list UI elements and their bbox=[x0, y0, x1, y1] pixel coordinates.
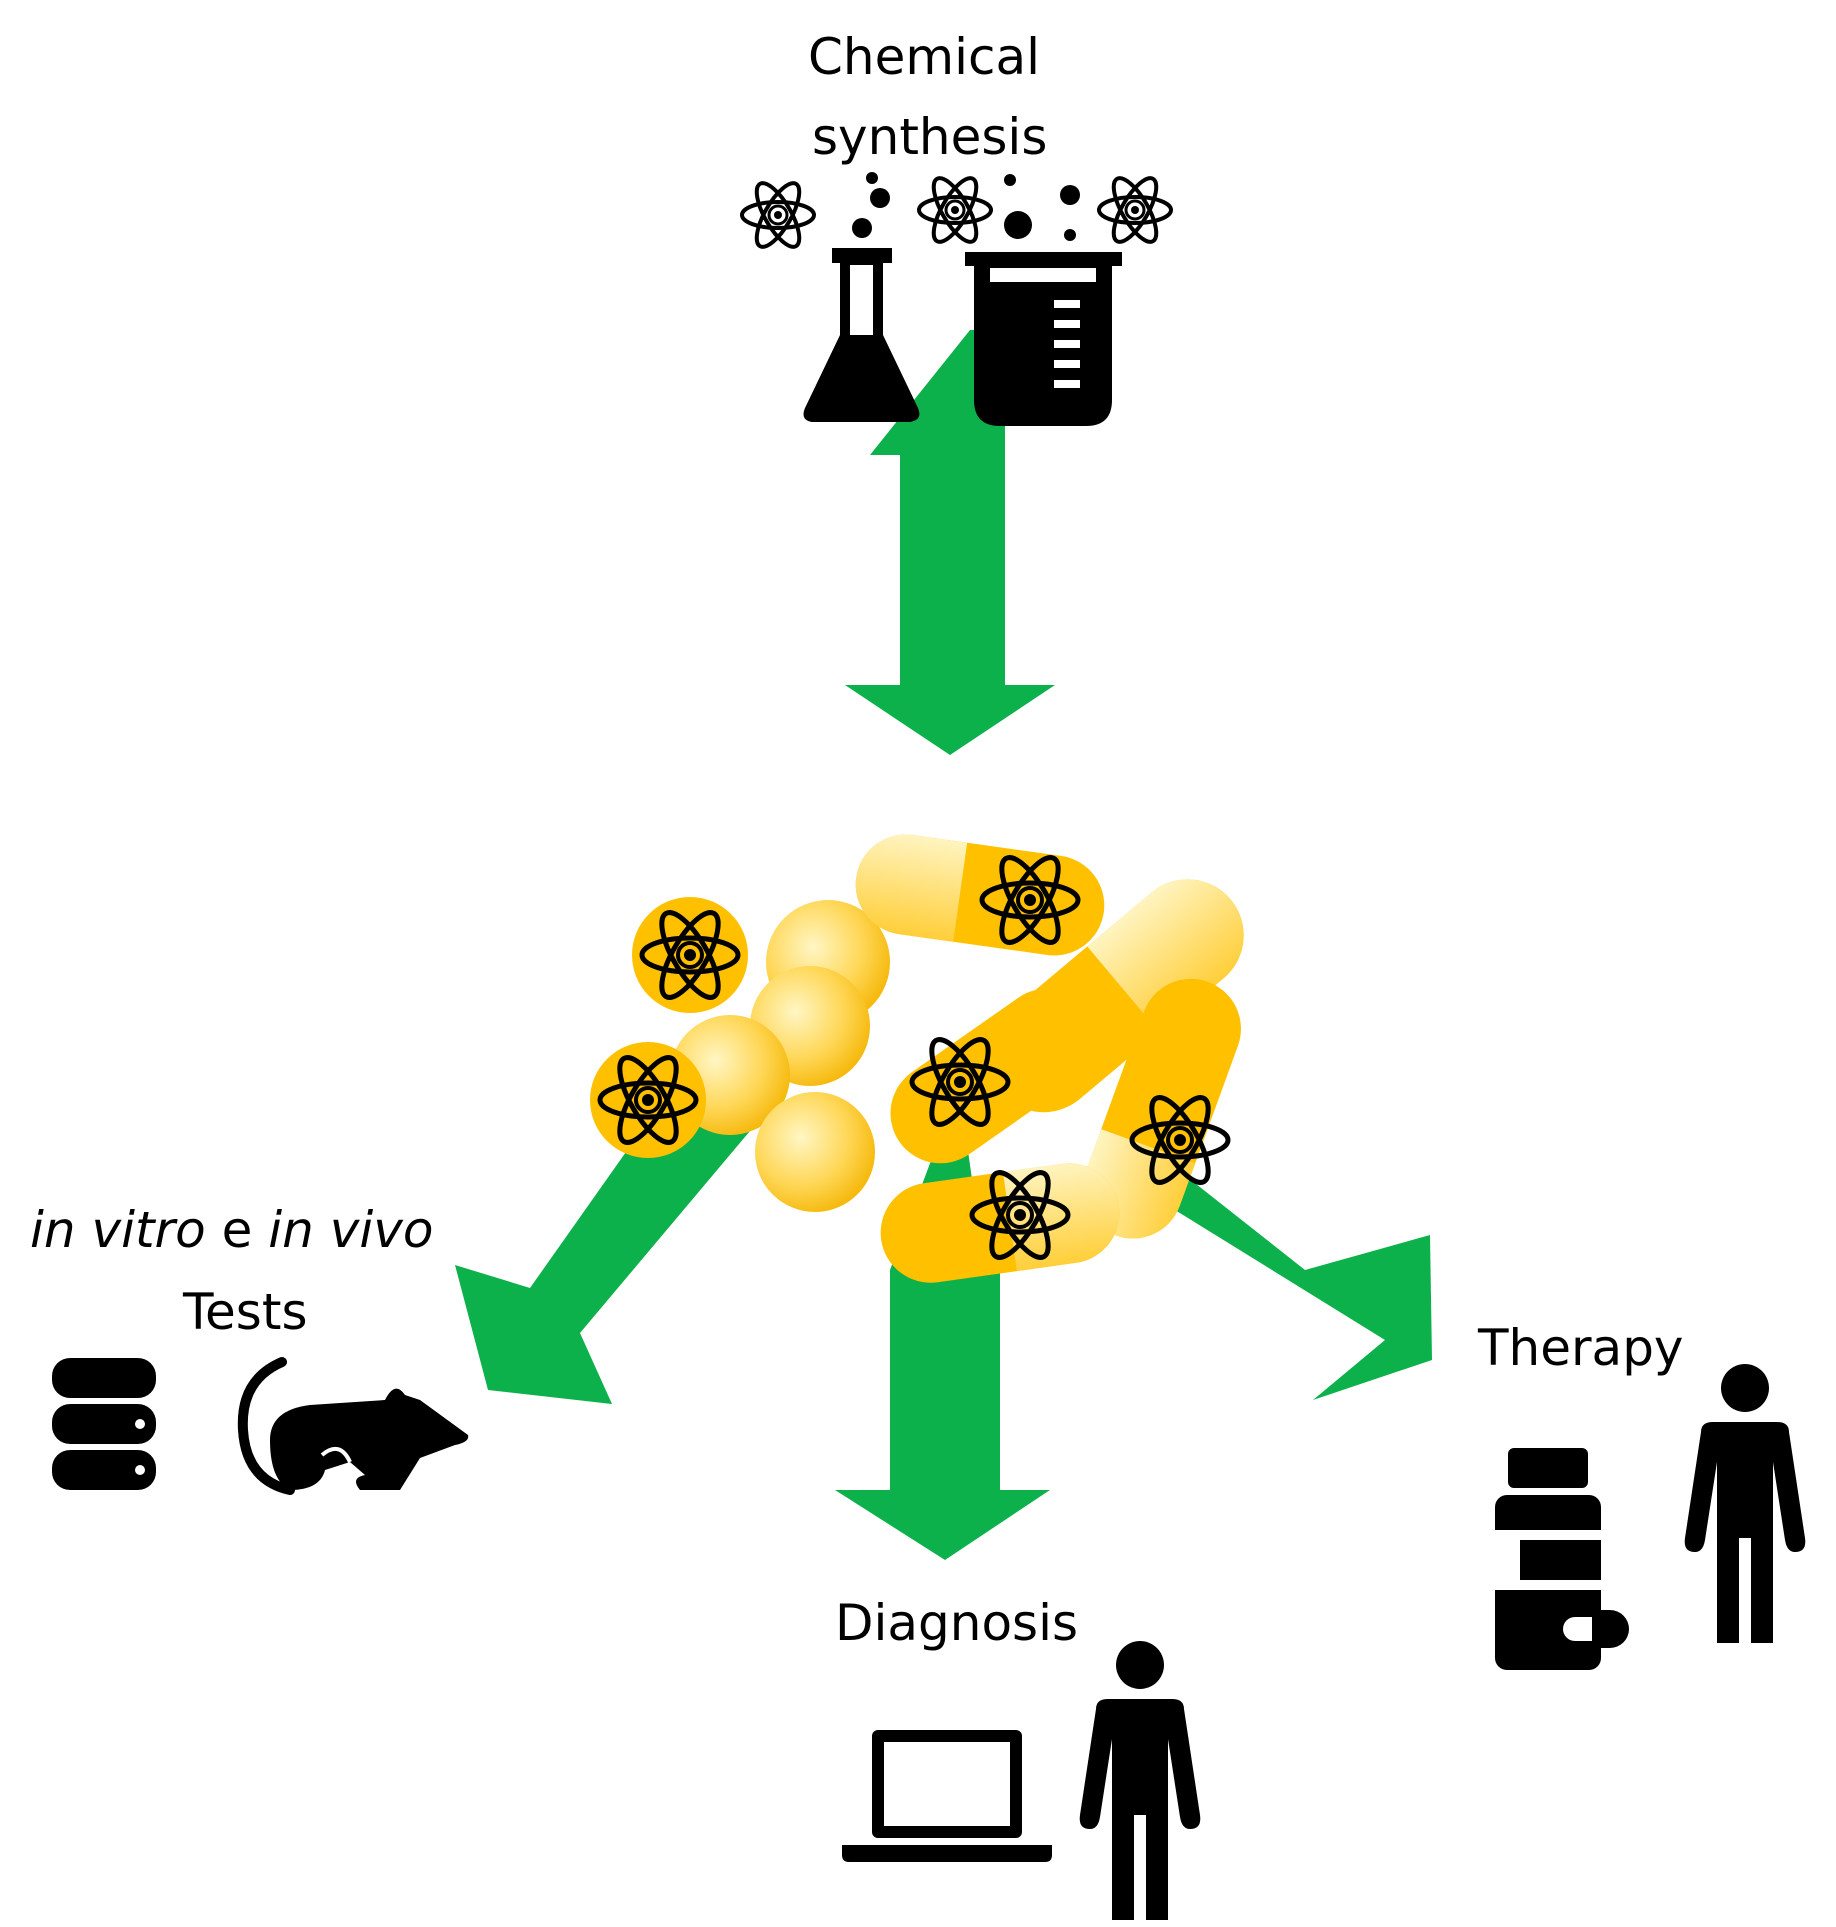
synthesis-icons bbox=[740, 170, 1173, 426]
in-vitro-text: in vitro bbox=[30, 1201, 206, 1259]
atom-icon bbox=[917, 170, 993, 250]
tests-connector: e bbox=[205, 1201, 269, 1259]
database-icon bbox=[52, 1358, 156, 1490]
nanoparticle-cluster bbox=[590, 834, 1244, 1283]
medicine-bottle-icon bbox=[1495, 1448, 1629, 1670]
laptop-icon bbox=[842, 1730, 1052, 1862]
beaker-icon bbox=[965, 252, 1122, 426]
flask-icon bbox=[803, 248, 920, 422]
person-icon bbox=[1079, 1641, 1201, 1920]
in-vivo-text: in vivo bbox=[268, 1201, 434, 1259]
therapy-label: Therapy bbox=[1478, 1319, 1684, 1377]
arrow-to-tests bbox=[455, 1125, 755, 1404]
bubble-dots bbox=[852, 172, 1080, 241]
tests-label-line2: Tests bbox=[183, 1283, 308, 1341]
person-icon bbox=[1684, 1364, 1806, 1643]
arrow-to-diagnosis bbox=[835, 1130, 1050, 1560]
synthesis-label-line1: Chemical bbox=[808, 28, 1040, 86]
atom-icon bbox=[740, 175, 816, 255]
diagnosis-label: Diagnosis bbox=[835, 1594, 1079, 1652]
arrow-down-to-capsules bbox=[845, 330, 1055, 755]
mouse-icon bbox=[237, 1357, 469, 1495]
synthesis-label-line2: synthesis bbox=[812, 108, 1048, 166]
tests-label-line1: in vitro e in vivo bbox=[30, 1200, 433, 1260]
atom-icon bbox=[1097, 170, 1173, 250]
